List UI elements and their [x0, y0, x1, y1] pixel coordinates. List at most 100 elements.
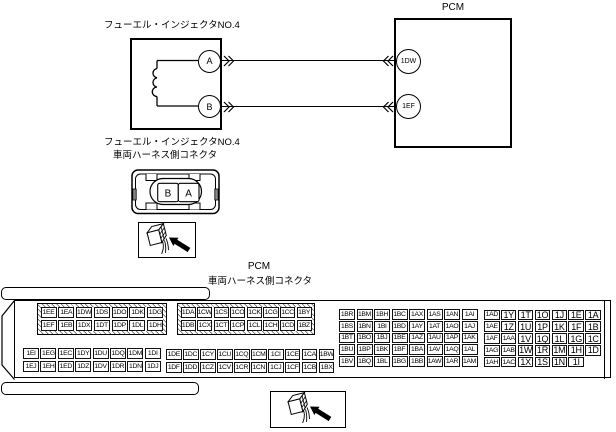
pin-1cu: 1CU	[216, 349, 233, 361]
pin-1bq: 1BQ	[356, 356, 373, 367]
pin-1bi: 1BI	[374, 320, 390, 332]
pin-1ca: 1CA	[301, 349, 318, 361]
pin-1ag: 1AG	[484, 344, 500, 356]
pin-1do: 1DO	[111, 306, 128, 318]
pin-1bv: 1BV	[339, 356, 355, 367]
pin-1t: 1T	[517, 309, 534, 321]
pin-1u: 1U	[517, 321, 534, 333]
pin-1au: 1AU	[426, 332, 443, 344]
pin-1aq: 1AQ	[444, 344, 460, 356]
pin-1az: 1AZ	[409, 332, 425, 344]
connector-symbol-1dw-left	[382, 55, 394, 67]
pin-1e: 1E	[568, 309, 585, 321]
pin-1ct: 1CT	[213, 319, 229, 331]
pin-1cn: 1CN	[250, 361, 267, 373]
pin-1dw: 1DW	[76, 306, 93, 318]
pin-1at: 1AT	[426, 320, 443, 332]
pin-1dt: 1DT	[93, 319, 110, 331]
pin-1be: 1BE	[391, 332, 408, 344]
pin-1aw: 1AW	[426, 356, 443, 367]
pin-1ay: 1AY	[409, 320, 425, 332]
pin-1cm: 1CM	[250, 349, 267, 361]
pin-1l: 1L	[551, 333, 568, 344]
pin-1ai: 1AI	[461, 309, 478, 320]
pin-1cd: 1CD	[279, 319, 296, 331]
pcm-connector-bottom-rail	[1, 381, 199, 395]
pin-1an: 1AN	[444, 309, 460, 320]
connector-symbol-a-right	[223, 55, 234, 67]
pin-1d: 1D	[585, 344, 601, 356]
pin-1ej: 1EJ	[23, 360, 39, 372]
injector-pin-b: B	[198, 95, 221, 118]
pin-1df: 1DF	[166, 361, 182, 373]
pin-1cy: 1CY	[199, 349, 216, 361]
pin-1ee: 1EE	[40, 306, 57, 318]
pin-1cv: 1CV	[216, 361, 233, 373]
connector-plug-icon	[145, 222, 191, 257]
pin-1q: 1Q	[534, 333, 551, 344]
pin-1w: 1W	[517, 344, 534, 356]
pin-1cq: 1CQ	[233, 349, 250, 361]
pin-1cj: 1CJ	[267, 361, 284, 373]
injector-pin-a: A	[198, 49, 221, 73]
pin-1cc: 1CC	[279, 306, 296, 318]
connector-cell-b: B	[165, 189, 172, 200]
pin-1z: 1Z	[500, 321, 517, 333]
pin-1ec: 1EC	[57, 348, 74, 360]
pin-1j: 1J	[551, 309, 568, 321]
pin-1co: 1CO	[230, 306, 246, 318]
pin-1a: 1A	[585, 309, 601, 321]
pcm-box	[394, 18, 512, 148]
pin-1ab: 1AB	[500, 344, 517, 356]
pin-1eb: 1EB	[58, 319, 75, 331]
pin-1eg: 1EG	[40, 348, 57, 360]
pin-1dd: 1DD	[182, 361, 199, 373]
pin-1cp: 1CP	[230, 319, 246, 331]
connector-view-icon-frame-1	[138, 221, 196, 258]
pin-1ad: 1AD	[484, 309, 500, 321]
pin-1bl: 1BL	[374, 356, 390, 367]
pin-1eh: 1EH	[40, 360, 57, 372]
injector-title: フューエル・インジェクタNO.4	[104, 20, 240, 31]
pin-1ap: 1AP	[444, 332, 460, 344]
pin-1bx: 1BX	[318, 361, 335, 373]
pin-1p: 1P	[534, 321, 551, 333]
pin-1ef: 1EF	[40, 319, 57, 331]
pin-1r: 1R	[534, 344, 551, 356]
pin-1al: 1AL	[461, 344, 478, 356]
pcm-title: PCM	[441, 1, 465, 13]
pin-1aa: 1AA	[500, 333, 517, 344]
pin-1dn: 1DN	[127, 360, 144, 372]
pin-1bj: 1BJ	[374, 332, 390, 344]
pin-1k: 1K	[551, 321, 568, 333]
pin-1du: 1DU	[92, 348, 109, 360]
connector-symbol-b-right	[223, 101, 234, 112]
pin-1af: 1AF	[484, 333, 500, 344]
pin-1c: 1C	[585, 333, 601, 344]
pin-1dp: 1DP	[111, 319, 128, 331]
pin-1x: 1X	[517, 356, 534, 368]
pcm-connector-top-rail	[1, 287, 210, 300]
pin-1dq: 1DQ	[109, 348, 126, 360]
pin-1by: 1BY	[296, 306, 312, 318]
wire-b-1ef	[220, 105, 396, 107]
pin-1ak: 1AK	[461, 332, 478, 344]
pin-1bc: 1BC	[391, 309, 408, 320]
pin-1cf: 1CF	[284, 361, 301, 373]
pcm-connector-label-1: PCM	[247, 260, 271, 272]
pin-1b: 1B	[585, 321, 601, 333]
pin-1br: 1BR	[339, 309, 355, 320]
pin-1dx: 1DX	[76, 319, 93, 331]
connector-plug-icon	[286, 392, 332, 426]
pin-1bm: 1BM	[356, 309, 373, 320]
pcm-connector-right-divider	[604, 300, 605, 379]
pin-1cz: 1CZ	[199, 361, 216, 373]
pin-1bs: 1BS	[339, 320, 355, 332]
pin-1bt: 1BT	[339, 332, 355, 344]
